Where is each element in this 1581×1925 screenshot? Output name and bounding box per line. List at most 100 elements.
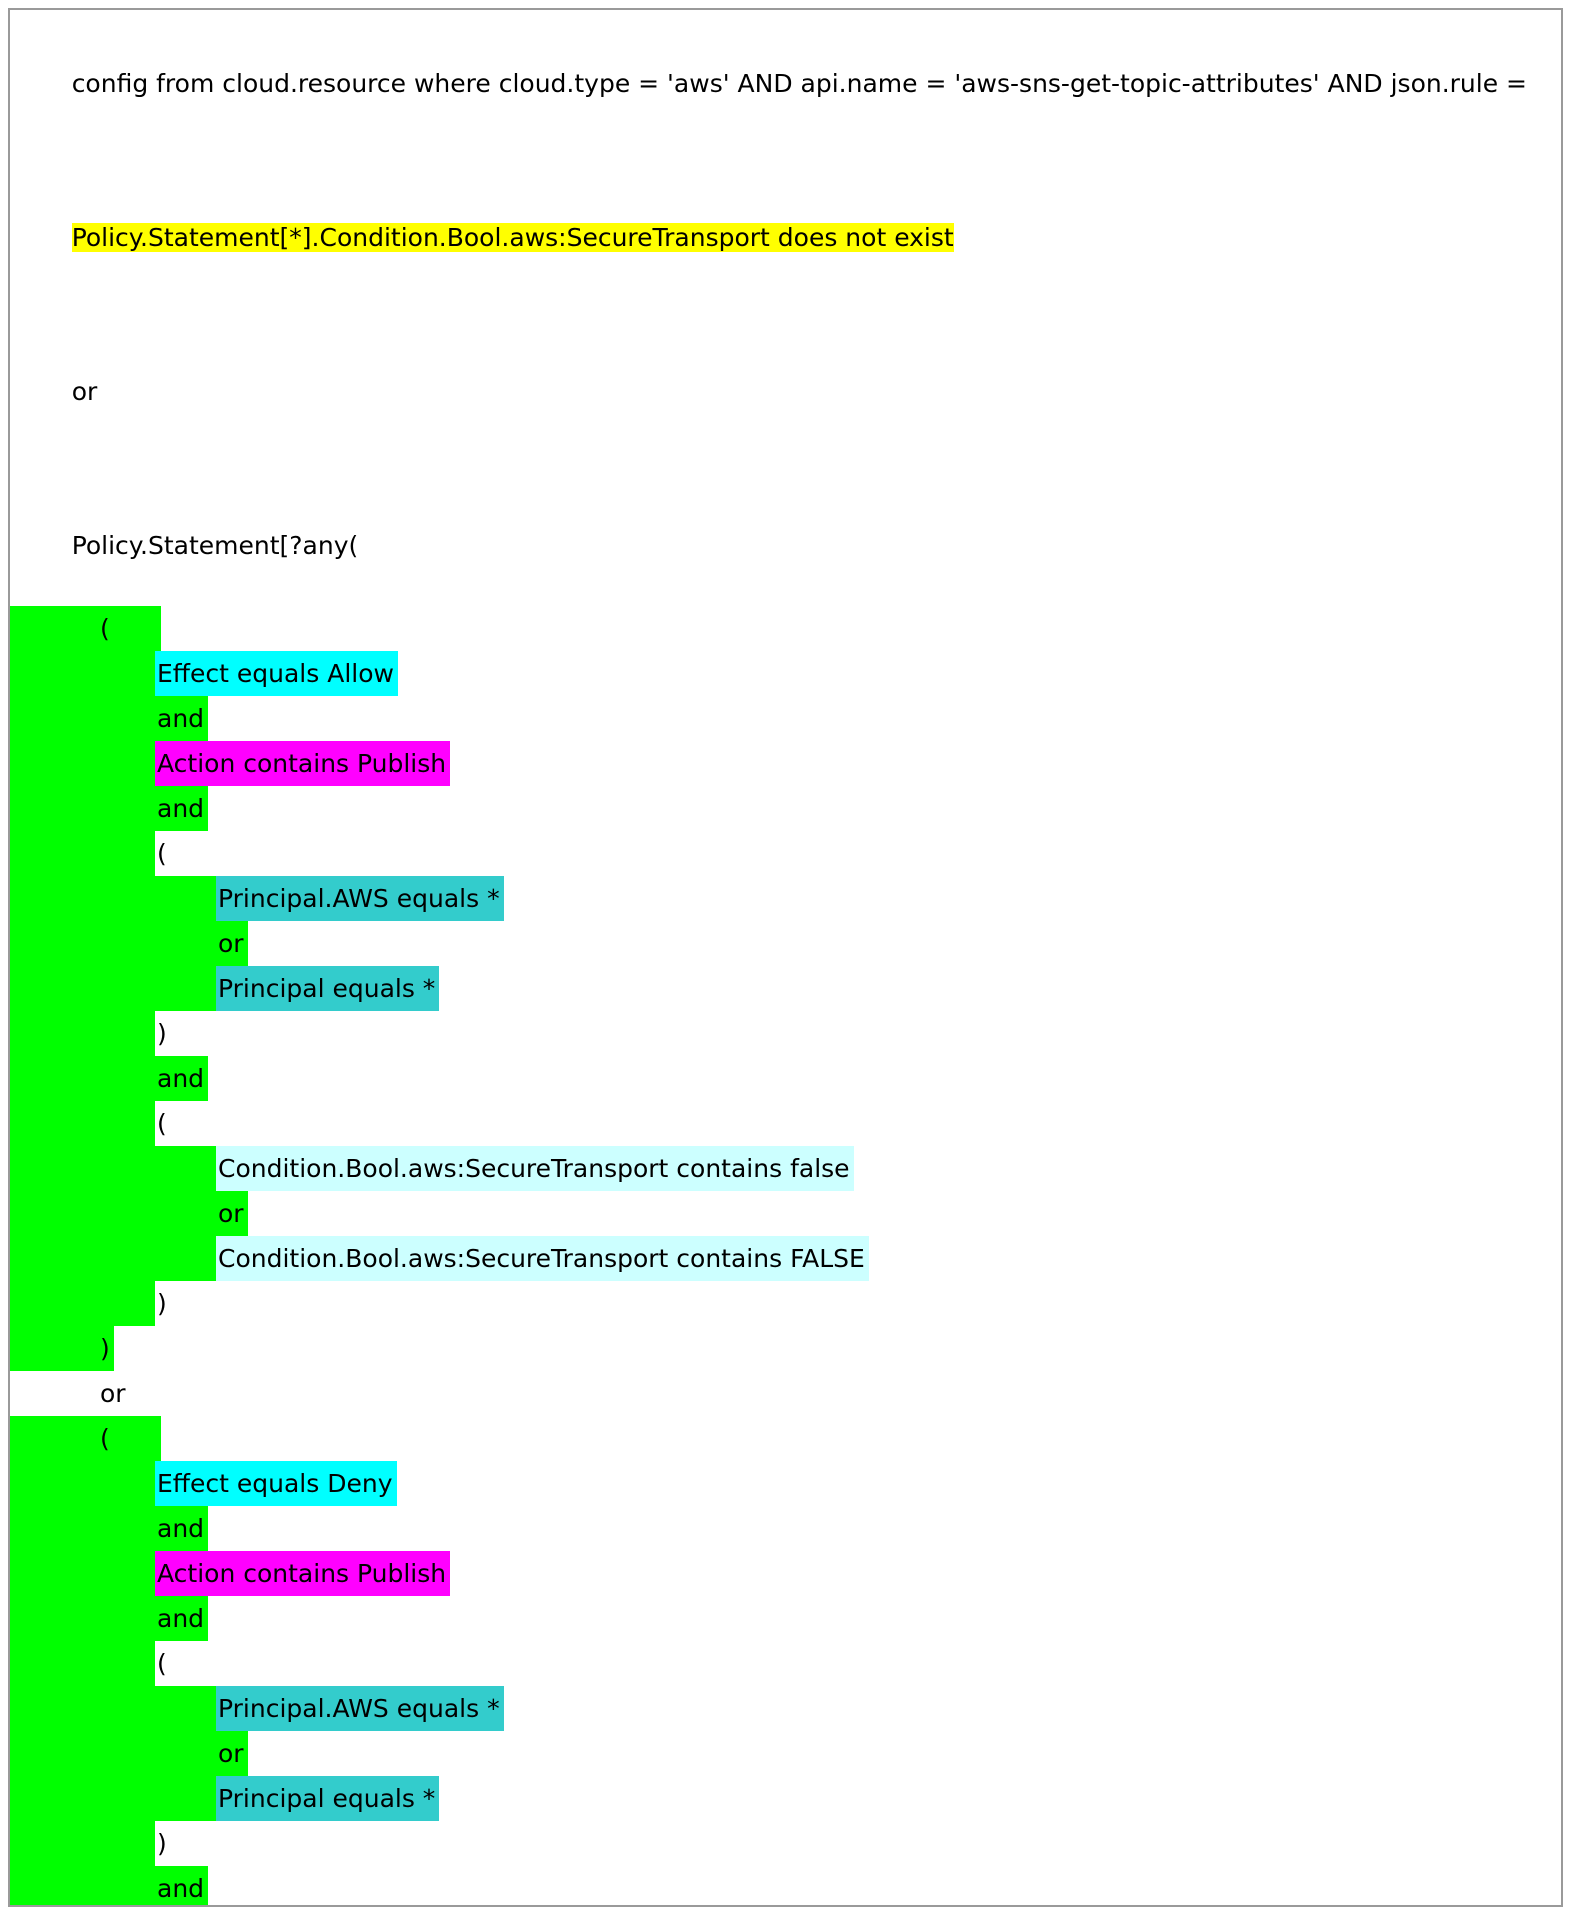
logical-operator: and xyxy=(155,1596,209,1641)
operator-row: and xyxy=(10,786,1561,831)
indent-gutter xyxy=(10,1686,216,1731)
indent-gutter xyxy=(10,1101,155,1146)
operator-row: and xyxy=(10,1866,1561,1905)
indent-gutter xyxy=(10,1551,155,1596)
operator-row: ( xyxy=(10,1101,1561,1146)
indent-gutter xyxy=(10,786,155,831)
indent-gutter xyxy=(10,1236,216,1281)
logical-operator: or xyxy=(216,921,248,966)
open-paren: ( xyxy=(98,1416,161,1461)
operator-row: or xyxy=(10,921,1561,966)
predicate-row: Principal.AWS equals * xyxy=(10,876,1561,921)
logical-operator: or xyxy=(216,1191,248,1236)
query-line-text: config from cloud.resource where cloud.t… xyxy=(71,69,1527,98)
operator-row: and xyxy=(10,1506,1561,1551)
predicate-row: Principal equals * xyxy=(10,966,1561,1011)
indent-gutter xyxy=(10,876,216,921)
spacer xyxy=(10,298,1561,332)
block-close-paren: ) xyxy=(10,1326,1561,1371)
inner-close-paren: ) xyxy=(157,1829,167,1858)
predicate-row: Condition.Bool.aws:SecureTransport conta… xyxy=(10,1236,1561,1281)
inner-close-paren: ) xyxy=(157,1289,167,1318)
predicate-row: Action contains Publish xyxy=(10,1551,1561,1596)
logical-operator: and xyxy=(155,696,209,741)
predicate: Action contains Publish xyxy=(155,741,451,786)
predicate: Principal equals * xyxy=(216,1776,440,1821)
predicate: Principal.AWS equals * xyxy=(216,876,504,921)
logical-operator: and xyxy=(155,1506,209,1551)
indent-gutter xyxy=(10,921,216,966)
indent-gutter xyxy=(10,831,155,876)
block-separator-row: or xyxy=(10,1371,1561,1416)
indent-gutter xyxy=(10,1461,155,1506)
block-open-paren: ( xyxy=(10,1416,1561,1461)
inner-open-paren: ( xyxy=(157,839,167,868)
inner-open-paren: ( xyxy=(157,1649,167,1678)
operator-row: ) xyxy=(10,1821,1561,1866)
operator-row: ) xyxy=(10,1011,1561,1056)
logical-operator: and xyxy=(155,1866,209,1905)
predicate: Principal equals * xyxy=(216,966,440,1011)
logical-operator: or xyxy=(216,1731,248,1776)
highlighted-rule-line: Policy.Statement[*].Condition.Bool.aws:S… xyxy=(10,178,1561,298)
statement-open-line: Policy.Statement[?any( xyxy=(10,486,1561,606)
indent-gutter xyxy=(10,1281,155,1326)
logical-operator: and xyxy=(155,1056,209,1101)
logical-operator: and xyxy=(155,786,209,831)
indent-gutter xyxy=(10,1146,216,1191)
or-keyword: or xyxy=(71,377,98,406)
predicate-row: Principal.AWS equals * xyxy=(10,1686,1561,1731)
indent-gutter xyxy=(10,606,98,651)
block-separator: or xyxy=(100,1379,126,1408)
spacer xyxy=(10,452,1561,486)
indent-gutter xyxy=(10,1731,216,1776)
predicate: Action contains Publish xyxy=(155,1551,451,1596)
indent-gutter xyxy=(10,1596,155,1641)
close-paren: ) xyxy=(98,1326,114,1371)
indent-gutter xyxy=(10,1641,155,1686)
indent-gutter xyxy=(10,1416,98,1461)
operator-row: and xyxy=(10,1056,1561,1101)
inner-open-paren: ( xyxy=(157,1109,167,1138)
block-open-paren: ( xyxy=(10,606,1561,651)
indent-gutter xyxy=(10,1191,216,1236)
indent-gutter xyxy=(10,1371,98,1416)
document-body: config from cloud.resource where cloud.t… xyxy=(10,10,1561,1905)
indent-gutter xyxy=(10,696,155,741)
inner-close-paren: ) xyxy=(157,1019,167,1048)
operator-row: or xyxy=(10,1191,1561,1236)
predicate-row: Effect equals Deny xyxy=(10,1461,1561,1506)
indent-gutter xyxy=(10,1011,155,1056)
predicate: Principal.AWS equals * xyxy=(216,1686,504,1731)
predicate: Effect equals Deny xyxy=(155,1461,397,1506)
open-paren: ( xyxy=(98,606,161,651)
predicate-row: Principal equals * xyxy=(10,1776,1561,1821)
predicate-row: Condition.Bool.aws:SecureTransport conta… xyxy=(10,1146,1561,1191)
operator-row: or xyxy=(10,1731,1561,1776)
operator-row: and xyxy=(10,696,1561,741)
indent-gutter xyxy=(10,1506,155,1551)
indent-gutter xyxy=(10,1056,155,1101)
statement-open-text: Policy.Statement[?any( xyxy=(71,531,359,560)
predicate-row: Action contains Publish xyxy=(10,741,1561,786)
indent-gutter xyxy=(10,651,155,696)
document-frame: config from cloud.resource where cloud.t… xyxy=(8,8,1563,1907)
query-line: config from cloud.resource where cloud.t… xyxy=(10,24,1561,144)
indent-gutter xyxy=(10,1776,216,1821)
predicate: Effect equals Allow xyxy=(155,651,398,696)
spacer xyxy=(10,144,1561,178)
or-keyword-line: or xyxy=(10,332,1561,452)
predicate: Condition.Bool.aws:SecureTransport conta… xyxy=(216,1146,854,1191)
operator-row: ) xyxy=(10,1281,1561,1326)
indent-gutter xyxy=(10,966,216,1011)
indent-gutter xyxy=(10,741,155,786)
predicate-row: Effect equals Allow xyxy=(10,651,1561,696)
rule-highlight: Policy.Statement[*].Condition.Bool.aws:S… xyxy=(71,223,954,252)
indent-gutter xyxy=(10,1866,155,1905)
predicate: Condition.Bool.aws:SecureTransport conta… xyxy=(216,1236,869,1281)
indent-gutter xyxy=(10,1821,155,1866)
operator-row: ( xyxy=(10,1641,1561,1686)
operator-row: ( xyxy=(10,831,1561,876)
operator-row: and xyxy=(10,1596,1561,1641)
